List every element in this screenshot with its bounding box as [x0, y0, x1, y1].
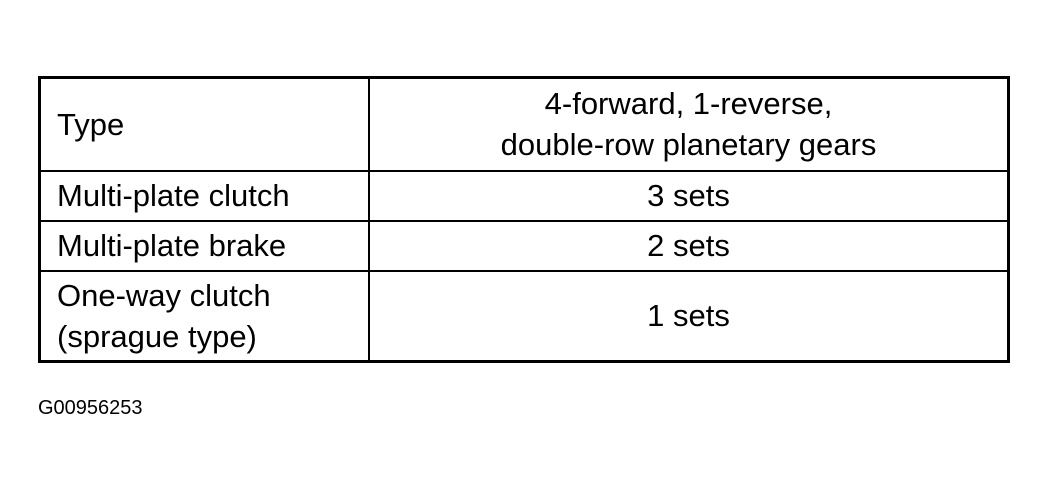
value-line: 4-forward, 1-reverse, — [544, 86, 833, 122]
row-label-multi-plate-clutch: Multi-plate clutch — [38, 169, 370, 222]
label-line: Multi-plate brake — [57, 228, 287, 263]
table-row-type: Type 4-forward, 1-reverse, double-row pl… — [38, 76, 1010, 172]
value-line: double-row planetary gears — [500, 127, 877, 163]
row-label-multi-plate-brake: Multi-plate brake — [38, 219, 370, 272]
table-row-multi-plate-brake: Multi-plate brake 2 sets — [38, 219, 1010, 272]
row-value-multi-plate-brake: 2 sets — [368, 219, 1010, 272]
row-label-one-way-clutch: One-way clutch (sprague type) — [38, 269, 370, 363]
row-value-type: 4-forward, 1-reverse, double-row planeta… — [368, 76, 1010, 172]
label-line: (sprague type) — [57, 318, 257, 354]
value-line: 2 sets — [647, 228, 730, 263]
figure-code: G00956253 — [38, 397, 143, 419]
value-line: 1 sets — [647, 298, 730, 334]
label-line: Type — [57, 106, 125, 142]
row-value-multi-plate-clutch: 3 sets — [368, 169, 1010, 222]
table-row-one-way-clutch: One-way clutch (sprague type) 1 sets — [38, 269, 1010, 363]
row-value-one-way-clutch: 1 sets — [368, 269, 1010, 363]
label-line: Multi-plate clutch — [57, 178, 290, 213]
value-line: 3 sets — [647, 178, 730, 213]
table-row-multi-plate-clutch: Multi-plate clutch 3 sets — [38, 169, 1010, 222]
label-line: One-way clutch — [57, 277, 271, 313]
spec-table: Type 4-forward, 1-reverse, double-row pl… — [38, 76, 1010, 363]
row-label-type: Type — [38, 76, 370, 172]
